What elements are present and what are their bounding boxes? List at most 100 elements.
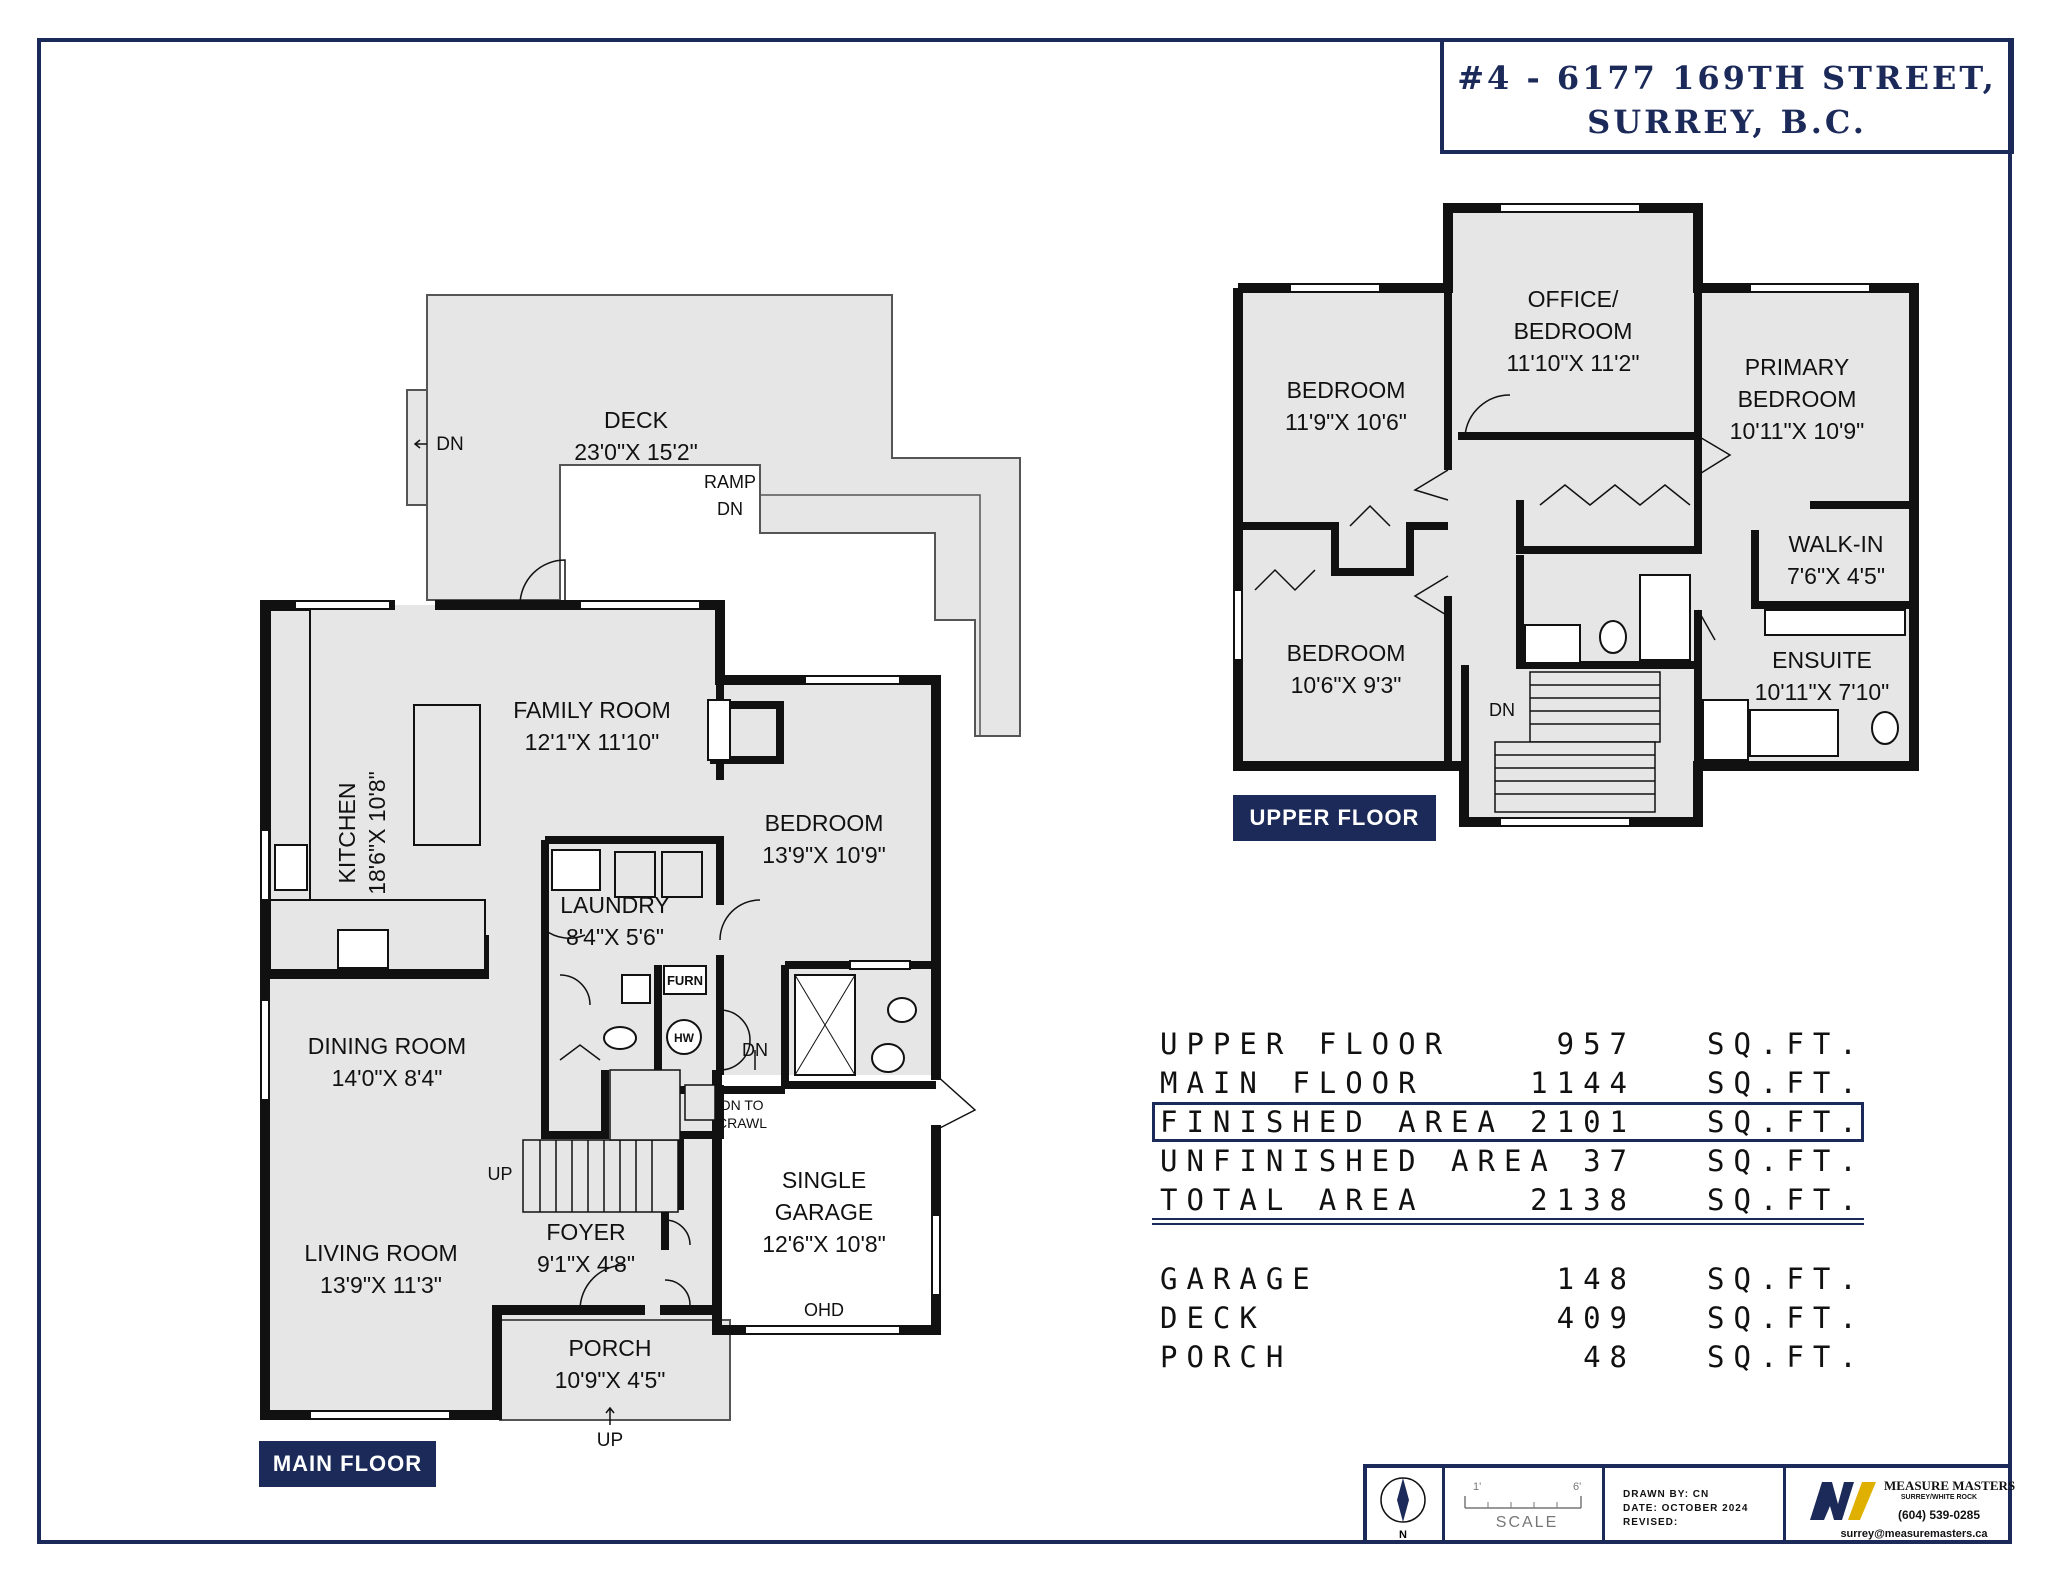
- area-unit: SQ.FT.: [1707, 1027, 1866, 1061]
- family-room-label: FAMILY ROOM: [513, 697, 671, 723]
- revised: REVISED:: [1623, 1517, 1679, 1528]
- company-name: MEASURE MASTERS: [1884, 1478, 2016, 1493]
- area-row: PORCH 48 SQ.FT.: [1160, 1340, 1860, 1378]
- deck-stairs: [406, 389, 428, 506]
- area-value: 148: [1556, 1262, 1636, 1296]
- crawl-note: CRAWL: [717, 1115, 767, 1131]
- deck-label: DECK: [604, 407, 669, 433]
- porch-label: PORCH: [568, 1335, 651, 1361]
- porch-area: [499, 1319, 731, 1421]
- scale-bar-icon: 1' 6': [1464, 1481, 1582, 1509]
- upper-floor-area: [1238, 208, 1914, 822]
- main-floor-plan: DECK 23'0"X 15'2" FAMILY ROOM 12'1"X 11'…: [260, 294, 1021, 1451]
- laundry-sink-icon: [551, 849, 601, 891]
- deck-size: 23'0"X 15'2": [574, 439, 698, 465]
- area-value: 2101: [1530, 1105, 1636, 1139]
- walk-in-label: WALK-IN: [1789, 531, 1884, 557]
- page-frame: [37, 38, 2012, 1544]
- hot-water-tank-icon: [666, 1019, 702, 1055]
- hot-water-label: HW: [674, 1031, 695, 1045]
- porch-size: 10'9"X 4'5": [555, 1367, 666, 1393]
- ramp-dn-note: DN: [717, 499, 743, 519]
- upper-bathtub-icon: [1639, 574, 1691, 661]
- scale-start: 1': [1473, 1481, 1481, 1493]
- ramp-line: [760, 494, 981, 736]
- powder-toilet-icon: [603, 1026, 637, 1050]
- main-door-swings: [519, 559, 977, 1311]
- upper-bedroom-2-label: BEDROOM: [1287, 640, 1406, 666]
- total-underline-1: [1152, 1218, 1864, 1220]
- deck-dn-note: DN: [436, 434, 463, 455]
- dryer-icon: [661, 851, 703, 898]
- upper-windows: [1233, 203, 1871, 827]
- foyer-label: FOYER: [546, 1219, 625, 1245]
- garage-label: SINGLE: [782, 1167, 866, 1193]
- main-floor-tag: MAIN FLOOR: [259, 1441, 436, 1487]
- dining-room-size: 14'0"X 8'4": [332, 1065, 443, 1091]
- drawn-date: DATE: OCTOBER 2024: [1623, 1503, 1749, 1514]
- area-label: MAIN FLOOR: [1160, 1066, 1425, 1100]
- area-row: GARAGE 148 SQ.FT.: [1160, 1262, 1860, 1300]
- ensuite-label: ENSUITE: [1772, 647, 1872, 673]
- ensuite-vanity-icon: [1764, 609, 1906, 636]
- area-unit: SQ.FT.: [1707, 1262, 1866, 1296]
- garage-size: 12'6"X 10'8": [762, 1231, 886, 1257]
- upper-bedroom-2-size: 10'6"X 9'3": [1291, 672, 1402, 698]
- upper-interior-walls: [1238, 288, 1914, 766]
- drawn-by: DRAWN BY: CN: [1623, 1489, 1710, 1500]
- area-label: GARAGE: [1160, 1262, 1319, 1296]
- dn-to-note: DN TO: [720, 1097, 763, 1113]
- ensuite-size: 10'11"X 7'10": [1755, 679, 1890, 705]
- area-value: 48: [1583, 1340, 1636, 1374]
- upper-bedroom-1-label: BEDROOM: [1287, 377, 1406, 403]
- area-value: 37: [1583, 1144, 1636, 1178]
- kitchen-sink-icon: [274, 844, 308, 891]
- company-phone: (604) 539-0285: [1897, 1508, 1981, 1522]
- ensuite-tub-icon: [1749, 709, 1839, 757]
- bedroom-sink-icon: [871, 1043, 905, 1073]
- stairs-dn-note: DN: [742, 1040, 768, 1060]
- upper-dn-note: DN: [1489, 700, 1515, 720]
- deck-dn-arrow-icon: [413, 439, 427, 449]
- area-label: UPPER FLOOR: [1160, 1027, 1452, 1061]
- area-unit: SQ.FT.: [1707, 1301, 1866, 1335]
- ensuite-shower-icon: [1702, 699, 1749, 761]
- address-block: #4 - 6177 169TH STREET, SURREY, B.C.: [1440, 38, 2014, 154]
- area-label: FINISHED AREA: [1160, 1105, 1504, 1139]
- area-unit: SQ.FT.: [1707, 1183, 1866, 1217]
- company-logo-icon: [1810, 1482, 1876, 1520]
- finished-area-highlight: [1152, 1102, 1864, 1142]
- total-underline-2: [1152, 1223, 1864, 1225]
- furnace-label: FURN: [667, 973, 703, 988]
- area-unit: SQ.FT.: [1707, 1144, 1866, 1178]
- fireplace-icon: [707, 699, 731, 761]
- primary-bedroom-size: 10'11"X 10'9": [1730, 418, 1865, 444]
- dining-room-label: DINING ROOM: [308, 1033, 466, 1059]
- office-size: 11'10"X 11'2": [1507, 350, 1640, 376]
- living-room-size: 13'9"X 11'3": [320, 1272, 442, 1298]
- north-arrow-cell: N: [1367, 1468, 1445, 1541]
- area-row: TOTAL AREA 2138 SQ.FT.: [1160, 1183, 1860, 1221]
- area-value: 1144: [1530, 1066, 1636, 1100]
- company-sub: SURREY/WHITE ROCK: [1900, 1494, 1978, 1501]
- area-value: 409: [1556, 1301, 1636, 1335]
- main-windows: [260, 600, 941, 1420]
- powder-sink-icon: [621, 974, 651, 1004]
- upper-floor-plan: BEDROOM 11'9"X 10'6" OFFICE/ BEDROOM 11'…: [1233, 203, 1919, 827]
- washer-icon: [614, 851, 656, 898]
- area-value: 2138: [1530, 1183, 1636, 1217]
- area-label: TOTAL AREA: [1160, 1183, 1425, 1217]
- scale-label: SCALE: [1495, 1514, 1559, 1531]
- address-line-2: SURREY, B.C.: [1587, 103, 1867, 141]
- ensuite-toilet-icon: [1871, 711, 1899, 745]
- area-value: 957: [1556, 1027, 1636, 1061]
- upper-door-swings: [1254, 394, 1732, 641]
- area-label: DECK: [1160, 1301, 1266, 1335]
- area-label: UNFINISHED AREA: [1160, 1144, 1557, 1178]
- area-unit: SQ.FT.: [1707, 1105, 1866, 1139]
- garage-label-2: GARAGE: [775, 1199, 873, 1225]
- drawn-info-cell: [1605, 1468, 1786, 1540]
- upper-stairs: [1494, 671, 1661, 813]
- drawn-info: DRAWN BY: CN DATE: OCTOBER 2024 REVISED:: [1623, 1488, 1748, 1530]
